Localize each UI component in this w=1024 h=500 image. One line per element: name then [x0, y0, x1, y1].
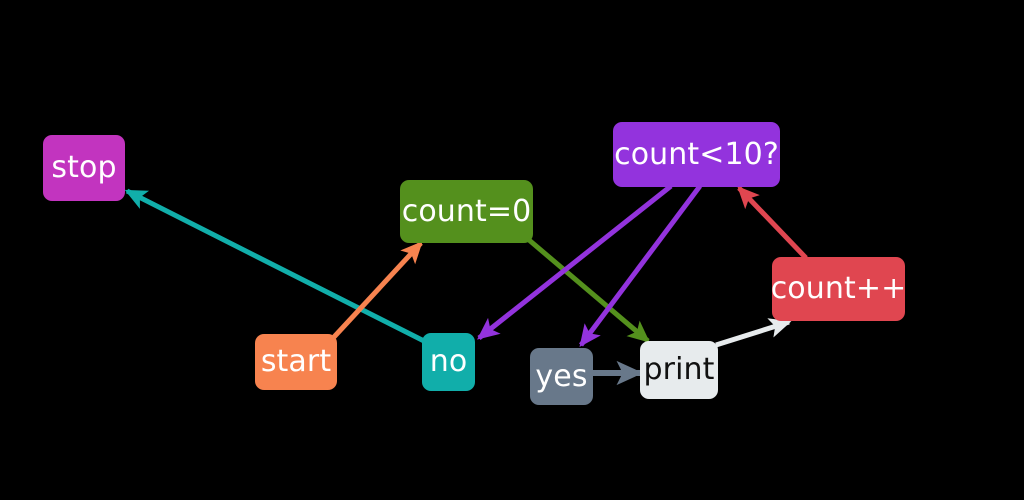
node-no[interactable]: no: [422, 333, 475, 391]
node-label-start: start: [260, 344, 332, 379]
node-label-yes: yes: [535, 358, 588, 394]
node-label-count0: count=0: [401, 193, 532, 229]
node-print[interactable]: print: [640, 341, 718, 399]
edge-print-to-countpp[interactable]: [715, 318, 792, 348]
node-label-countpp: count++: [770, 271, 907, 306]
node-label-stop: stop: [51, 150, 117, 185]
edge-countlt10-to-yes[interactable]: [578, 184, 703, 348]
node-label-countlt10: count<10?: [614, 136, 779, 172]
edge-countlt10-to-no[interactable]: [477, 184, 673, 340]
node-label-no: no: [429, 344, 468, 379]
node-countpp[interactable]: count++: [770, 257, 907, 321]
node-label-print: print: [643, 352, 715, 387]
node-yes[interactable]: yes: [530, 348, 593, 405]
node-stop[interactable]: stop: [43, 135, 125, 201]
node-countlt10[interactable]: count<10?: [613, 122, 780, 187]
edge-count0-to-print[interactable]: [527, 238, 650, 343]
edge-start-to-count0[interactable]: [332, 241, 423, 339]
edge-no-to-stop[interactable]: [124, 188, 426, 344]
node-count0[interactable]: count=0: [400, 180, 533, 243]
edge-countpp-to-countlt10[interactable]: [737, 186, 808, 260]
node-start[interactable]: start: [255, 334, 337, 390]
